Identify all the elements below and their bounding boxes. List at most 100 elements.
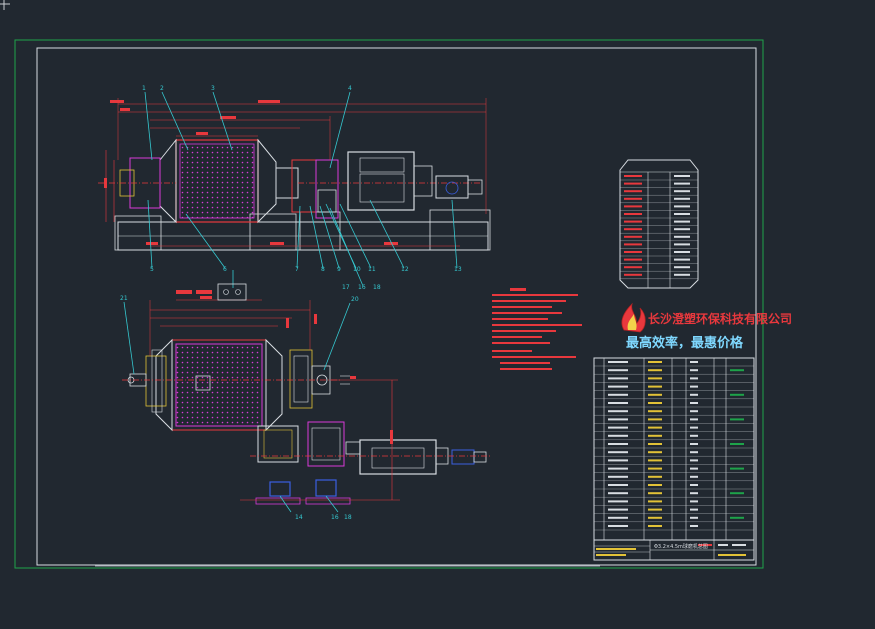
title-block: Φ3.2×4.5m球磨机总图: [593, 539, 755, 561]
param-value: [674, 251, 690, 253]
part-name: [648, 361, 662, 363]
param-value: [674, 266, 690, 269]
param-value: [674, 182, 690, 185]
param-value: [674, 205, 690, 208]
param-value: [674, 235, 690, 238]
callout-16: 16: [358, 284, 366, 291]
part-remark: [730, 418, 744, 421]
plan-callout-20: 20: [351, 296, 359, 303]
param-value: [674, 190, 690, 193]
param-label: [624, 197, 642, 200]
param-value: [674, 220, 690, 223]
part-name: [648, 410, 662, 413]
callout-5: 5: [150, 266, 154, 273]
part-qty: [690, 385, 698, 388]
parts-rows: [594, 361, 754, 531]
part-code: [608, 467, 628, 470]
part-remark: [730, 393, 744, 396]
param-label: [624, 213, 642, 215]
drawing-title: Φ3.2×4.5m球磨机总图: [654, 543, 708, 550]
part-qty: [690, 393, 698, 396]
part-name: [648, 459, 662, 462]
technical-requirements-block: [492, 288, 582, 370]
part-qty: [690, 410, 698, 413]
company-slogan: 最高效率，最惠价格: [626, 335, 744, 351]
part-code: [608, 434, 628, 437]
part-qty: [690, 459, 698, 462]
parts-list-table: [593, 357, 755, 541]
part-qty: [690, 492, 698, 495]
param-label: [624, 228, 642, 231]
part-qty: [690, 525, 698, 527]
part-name: [648, 484, 662, 486]
part-name: [648, 500, 662, 503]
param-value: [674, 175, 690, 177]
callout-13: 13: [454, 266, 462, 273]
callout-1: 1: [142, 85, 146, 92]
outer-sheet-border: [14, 39, 764, 569]
part-name: [648, 434, 662, 437]
part-name: [648, 426, 662, 429]
part-remark: [730, 467, 744, 470]
callout-10: 10: [353, 266, 361, 273]
crosshair-cursor-icon: [0, 0, 10, 10]
part-qty: [690, 369, 698, 372]
part-code: [608, 426, 628, 429]
part-name: [648, 475, 662, 478]
callout-11: 11: [368, 266, 376, 273]
plan-callout-16: 16: [331, 514, 339, 521]
part-qty: [690, 443, 698, 445]
part-name: [648, 385, 662, 388]
part-code: [608, 484, 628, 486]
param-value: [674, 243, 690, 246]
part-qty: [690, 402, 698, 404]
part-name: [648, 525, 662, 527]
part-name: [648, 369, 662, 372]
callout-17: 17: [342, 284, 350, 291]
elevation-view: [98, 98, 491, 251]
part-name: [648, 508, 662, 511]
param-value: [674, 258, 690, 261]
part-name: [648, 377, 662, 380]
param-label: [624, 220, 642, 223]
technical-parameters-table: [619, 159, 699, 289]
part-code: [608, 361, 628, 363]
callout-9: 9: [337, 266, 341, 273]
param-value: [674, 213, 690, 215]
part-code: [608, 402, 628, 404]
param-label: [624, 205, 642, 208]
part-code: [608, 451, 628, 454]
part-qty: [690, 434, 698, 437]
part-name: [648, 418, 662, 421]
part-remark: [730, 443, 744, 445]
part-code: [608, 393, 628, 396]
inner-sheet-border: [36, 47, 757, 566]
part-code: [608, 475, 628, 478]
param-label: [624, 190, 642, 193]
part-code: [608, 516, 628, 519]
part-name: [648, 467, 662, 470]
part-code: [608, 525, 628, 527]
param-label: [624, 243, 642, 246]
callout-4: 4: [348, 85, 352, 92]
part-code: [608, 410, 628, 413]
part-qty: [690, 377, 698, 380]
part-qty: [690, 484, 698, 486]
part-code: [608, 377, 628, 380]
part-code: [608, 492, 628, 495]
part-name: [648, 443, 662, 445]
param-value: [674, 273, 690, 276]
part-qty: [690, 475, 698, 478]
elevation-callout-labels: 1 2 3 4 5 6 7 8 9 10 11 12 13 17 16 18: [142, 85, 462, 291]
plan-view: [122, 283, 490, 505]
callout-2: 2: [160, 85, 164, 92]
part-code: [608, 385, 628, 388]
param-label: [624, 175, 642, 177]
part-qty: [690, 467, 698, 470]
elevation-callout-leaders: [144, 91, 458, 288]
part-code: [608, 508, 628, 511]
param-value: [674, 228, 690, 231]
part-code: [608, 500, 628, 503]
